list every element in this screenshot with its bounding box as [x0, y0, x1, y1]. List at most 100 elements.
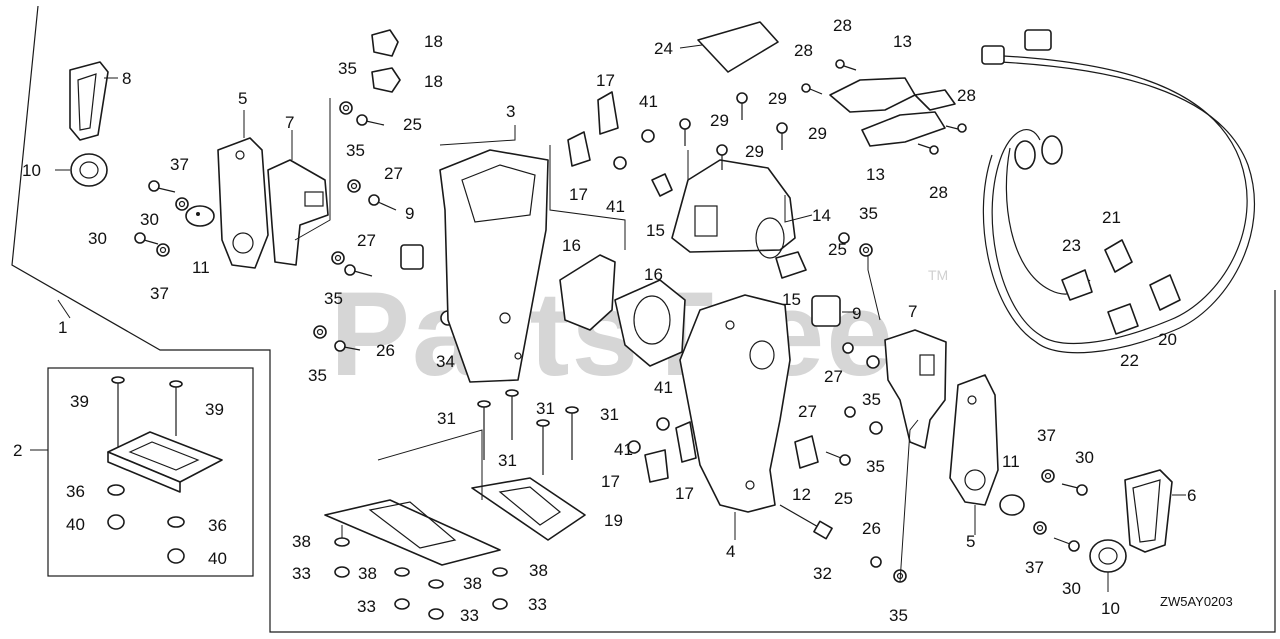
callout-27: 27: [798, 402, 817, 421]
callout-labels: 8105737303011371818352535279273535263413…: [13, 16, 1196, 625]
part-5-arm-right: [949, 374, 999, 535]
callout-34: 34: [436, 352, 455, 371]
callout-7: 7: [285, 113, 294, 132]
callout-1: 1: [58, 318, 67, 337]
callout-26: 26: [862, 519, 881, 538]
part-15-clip-right: [775, 232, 881, 321]
callout-33: 33: [528, 595, 547, 614]
callout-13: 13: [866, 165, 885, 184]
callout-30: 30: [1062, 579, 1081, 598]
callout-40: 40: [208, 549, 227, 568]
part-3-housing: [439, 125, 626, 383]
part-5-arm-left: [217, 110, 269, 269]
callout-30: 30: [1075, 448, 1094, 467]
callout-14: 14: [812, 206, 831, 225]
callout-41: 41: [654, 378, 673, 397]
callout-8: 8: [122, 69, 131, 88]
callout-11: 11: [1002, 452, 1020, 471]
callout-28: 28: [929, 183, 948, 202]
callout-37: 37: [170, 155, 189, 174]
callout-29: 29: [808, 124, 827, 143]
callout-17: 17: [601, 472, 620, 491]
wire-harness: [981, 29, 1256, 354]
callout-35: 35: [346, 141, 365, 160]
callout-38: 38: [292, 532, 311, 551]
callout-39: 39: [70, 392, 89, 411]
nuts-washers-lower: [334, 537, 508, 620]
callout-17: 17: [675, 484, 694, 503]
subassembly-2-frame: [47, 367, 254, 577]
callout-39: 39: [205, 400, 224, 419]
callout-30: 30: [88, 229, 107, 248]
callout-24: 24: [654, 39, 673, 58]
callout-18: 18: [424, 32, 443, 51]
callout-36: 36: [66, 482, 85, 501]
callout-41: 41: [614, 440, 633, 459]
callout-4: 4: [726, 542, 735, 561]
callout-29: 29: [745, 142, 764, 161]
callout-28: 28: [833, 16, 852, 35]
part-9-pad-right: [811, 295, 856, 327]
callout-22: 22: [1120, 351, 1139, 370]
callout-2: 2: [13, 441, 22, 460]
callout-15: 15: [646, 221, 665, 240]
callout-21: 21: [1102, 208, 1121, 227]
callout-33: 33: [357, 597, 376, 616]
callout-40: 40: [66, 515, 85, 534]
part-8-knob: [69, 61, 118, 141]
callout-31: 31: [536, 399, 555, 418]
callout-35: 35: [859, 204, 878, 223]
callout-6: 6: [1187, 486, 1196, 505]
callout-37: 37: [150, 284, 169, 303]
callout-7: 7: [908, 302, 917, 321]
part-16-block: [559, 254, 686, 367]
callout-30: 30: [140, 210, 159, 229]
callout-35: 35: [308, 366, 327, 385]
part-7-bracket-left: [267, 98, 331, 266]
part-2-subassembly: [107, 376, 223, 564]
part-13-brackets: [801, 59, 967, 155]
callout-23: 23: [1062, 236, 1081, 255]
callout-10: 10: [22, 161, 41, 180]
callout-33: 33: [460, 606, 479, 625]
callout-17: 17: [596, 71, 615, 90]
screws-29: [679, 92, 788, 170]
callout-5: 5: [238, 89, 247, 108]
diagram-code: ZW5AY0203: [1160, 594, 1233, 609]
callout-18: 18: [424, 72, 443, 91]
callout-41: 41: [606, 197, 625, 216]
callout-41: 41: [639, 92, 658, 111]
part-6-knob-right: [1124, 469, 1186, 553]
callout-16: 16: [562, 236, 581, 255]
callout-9: 9: [405, 204, 414, 223]
part-19-gasket: [471, 477, 586, 541]
callout-20: 20: [1158, 330, 1177, 349]
callout-28: 28: [794, 41, 813, 60]
callout-27: 27: [357, 231, 376, 250]
part-17-clip-lower: [627, 417, 697, 483]
part-17-clip-top: [567, 91, 673, 197]
callout-9: 9: [852, 304, 861, 323]
callout-10: 10: [1101, 599, 1120, 618]
part-24-cover: [679, 21, 779, 73]
callout-35: 35: [862, 390, 881, 409]
callout-29: 29: [710, 111, 729, 130]
callout-12: 12: [792, 485, 811, 504]
assembly-frame: [11, 5, 1276, 633]
callout-36: 36: [208, 516, 227, 535]
callout-35: 35: [866, 457, 885, 476]
part-4-body: [679, 294, 791, 540]
callout-37: 37: [1037, 426, 1056, 445]
callout-25: 25: [834, 489, 853, 508]
part-10-grommet-right: [1089, 539, 1127, 592]
callout-11: 11: [192, 258, 210, 277]
callout-38: 38: [463, 574, 482, 593]
part-7-bracket-right: [842, 329, 947, 449]
callout-3: 3: [506, 102, 515, 121]
callout-27: 27: [824, 367, 843, 386]
callout-15: 15: [782, 290, 801, 309]
callout-38: 38: [358, 564, 377, 583]
plate-lower: [324, 429, 501, 566]
callout-26: 26: [376, 341, 395, 360]
